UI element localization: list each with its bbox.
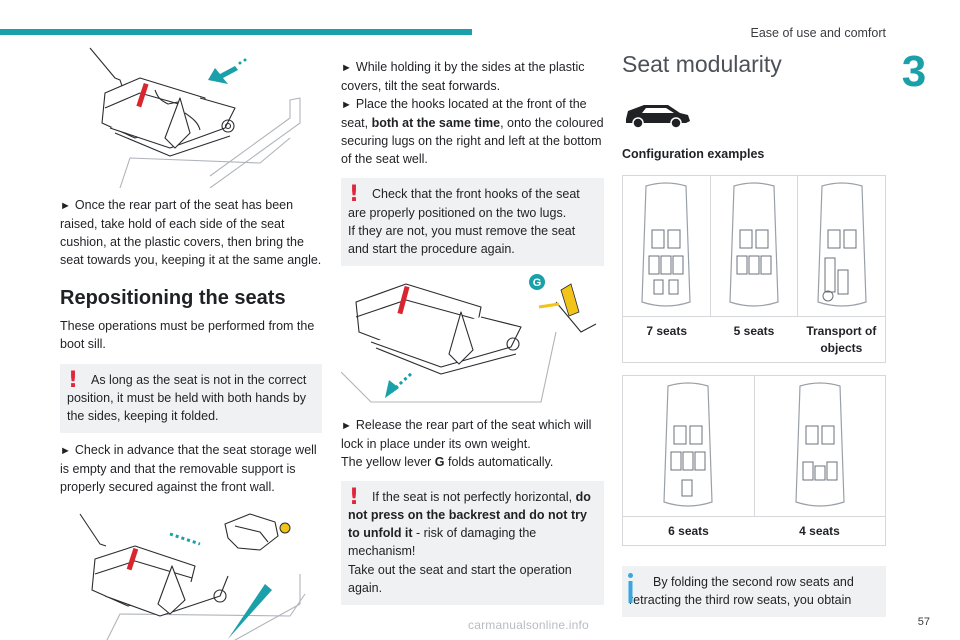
triangle-arrow-icon: ► [341,62,352,74]
header-accent-bar [0,29,472,35]
mpv-car-icon [626,105,690,130]
triangle-arrow-icon: ► [341,419,352,432]
seating-diagram-4-seats [755,376,886,516]
config-label: 6 seats [668,523,709,538]
info-text: By folding the second row seats and retr… [629,574,854,608]
instruction-paragraph: ►While holding it by the sides at the pl… [341,60,585,93]
body-paragraph: These operations must be performed from … [60,319,315,352]
config-label: 4 seats [799,523,840,538]
exclamation-icon: ! [349,485,360,511]
configuration-table-row-1: 7 seats 5 seats Transport of objects [622,175,886,363]
warning-text: If the seat is not perfectly horizontal,… [348,490,591,559]
warning-note: ! If the seat is not perfectly horizonta… [341,481,604,605]
section-heading: Repositioning the seats [60,287,286,310]
watermark-text: carmanualsonline.info [468,618,589,632]
exclamation-icon: ! [349,182,360,208]
lever-g-label: G [533,277,542,289]
triangle-arrow-icon: ► [60,200,71,212]
info-note: By folding the second row seats and retr… [622,565,886,618]
column-1: ►Once the rear part of the seat has been… [60,38,322,640]
warning-text: If they are not, you must remove the sea… [348,223,576,256]
page-section-title: Seat modularity [622,51,782,77]
instruction-paragraph: ►Place the hooks located at the front of… [341,97,604,167]
body-paragraph: The yellow lever G folds automatically. [341,454,554,469]
column-3: Seat modularity Configuration examples [622,51,886,618]
triangle-arrow-icon: ► [341,99,352,112]
config-label: 7 seats [646,324,688,339]
seat-storage-illustration [79,513,306,640]
column-2: ►While holding it by the sides at the pl… [341,38,604,605]
info-icon [628,572,633,603]
seating-diagram-transport [798,176,885,316]
seating-diagram-7-seats [623,176,711,317]
warning-text: As long as the seat is not in the correc… [67,372,307,423]
warning-text: Check that the front hooks of the seat a… [348,187,580,220]
seating-diagram-5-seats [711,176,799,317]
instruction-paragraph: ►Once the rear part of the seat has been… [60,198,322,268]
seat-removal-illustration [89,47,301,188]
instruction-paragraph: ►Release the rear part of the seat which… [341,417,592,451]
chapter-number: 3 [901,47,927,96]
warning-text: Take out the seat and start the operatio… [348,562,572,595]
config-label: Transport of objects [806,324,877,355]
instruction-paragraph: ►Check in advance that the seat storage … [60,442,317,494]
configuration-subtitle: Configuration examples [622,147,765,162]
warning-note: ! As long as the seat is not in the corr… [60,363,322,433]
seating-diagram-6-seats [623,375,755,516]
config-label: 5 seats [733,324,775,339]
triangle-arrow-icon: ► [60,444,71,457]
page-number: 57 [917,616,930,628]
configuration-table-row-2: 6 seats 4 seats [622,374,886,546]
header-title: Ease of use and comfort [750,26,887,40]
lever-g-badge [529,273,545,290]
seat-lever-illustration: G [341,273,597,403]
warning-note: ! Check that the front hooks of the seat… [341,178,604,266]
exclamation-icon: ! [68,367,79,393]
seat-red-cover [136,82,149,108]
